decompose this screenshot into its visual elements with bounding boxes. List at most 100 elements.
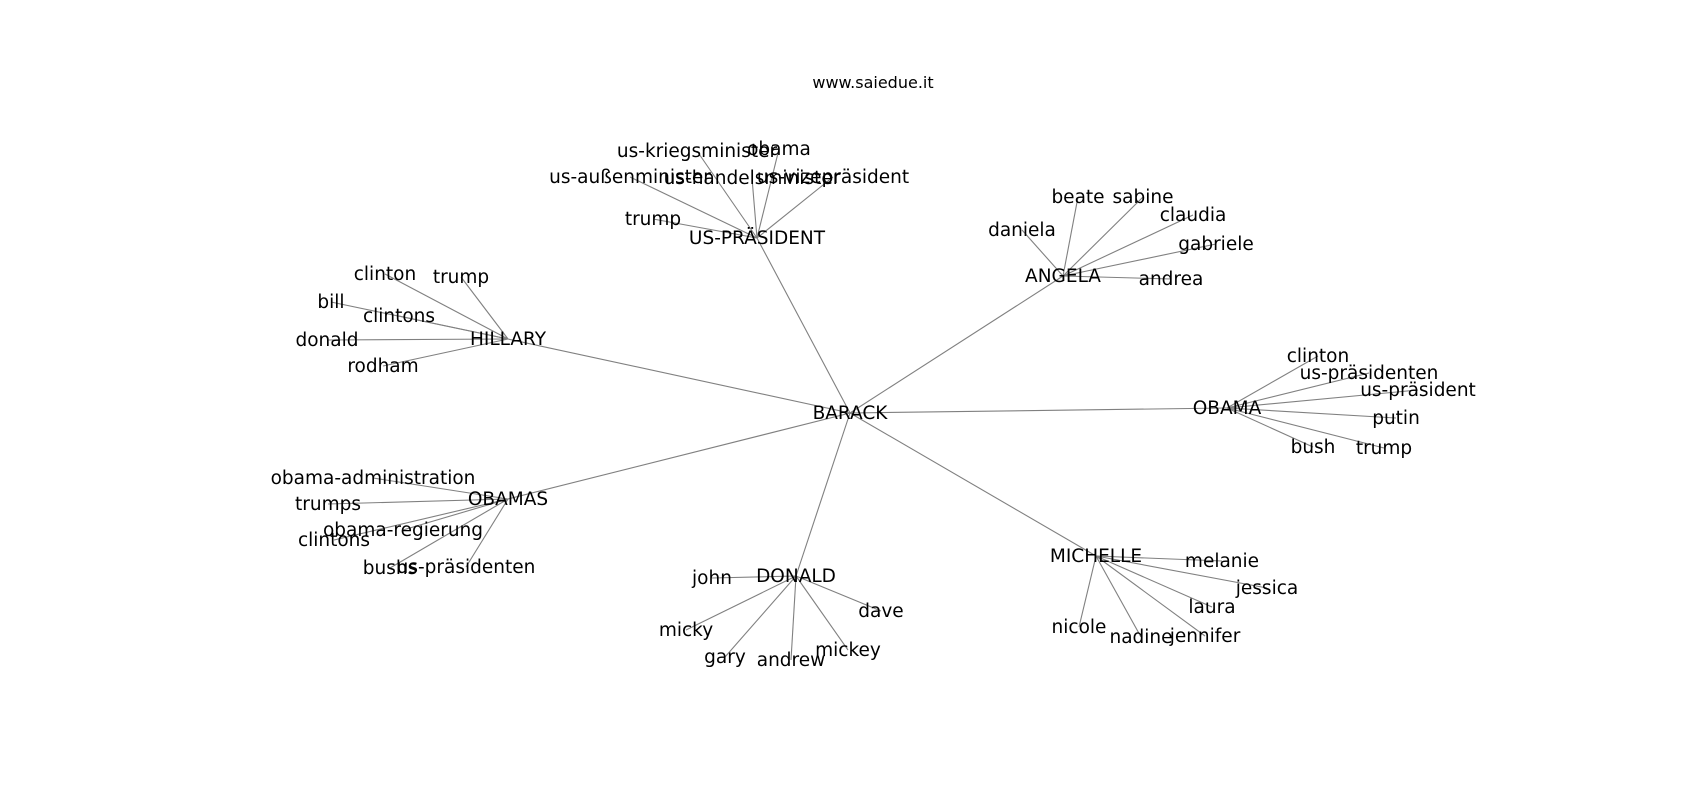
node-leaf-donald-3: mickey bbox=[815, 640, 881, 661]
node-leaf-obama-1: us-präsidenten bbox=[1300, 363, 1439, 384]
edge-root-hillary bbox=[507, 338, 851, 414]
edge-obama-leaf-3 bbox=[1226, 407, 1397, 419]
node-leaf-michelle-3: nicole bbox=[1052, 617, 1107, 638]
node-leaf-hillary-0: clinton bbox=[354, 264, 416, 285]
node-leaf-obama-5: trump bbox=[1356, 438, 1412, 459]
edge-hillary-leaf-4 bbox=[326, 338, 509, 341]
edge-michelle-leaf-1 bbox=[1095, 555, 1268, 589]
edge-obama-leaf-5 bbox=[1226, 407, 1385, 449]
edge-angela-leaf-1 bbox=[1062, 196, 1144, 277]
edge-donald-leaf-4 bbox=[724, 575, 797, 658]
node-hub-obama: OBAMA bbox=[1193, 398, 1262, 419]
node-leaf-obamas-5: us-präsidenten bbox=[397, 557, 536, 578]
edge-obama-leaf-0 bbox=[1226, 355, 1319, 409]
edge-michelle-leaf-0 bbox=[1095, 555, 1223, 562]
edge-root-donald bbox=[795, 412, 851, 577]
edge-obamas-leaf-0 bbox=[372, 477, 509, 500]
node-root-barack: BARACK bbox=[813, 403, 889, 424]
node-leaf-angela-5: andrea bbox=[1139, 269, 1204, 290]
edge-obamas-leaf-2 bbox=[402, 498, 509, 531]
edge-us-prasident-leaf-4 bbox=[756, 176, 834, 239]
edge-donald-leaf-5 bbox=[790, 575, 797, 661]
node-leaf-obama-3: putin bbox=[1372, 408, 1420, 429]
watermark: www.saiedue.it bbox=[812, 73, 933, 92]
node-leaf-obama-0: clinton bbox=[1287, 346, 1349, 367]
edge-hillary-leaf-0 bbox=[384, 273, 509, 340]
node-leaf-angela-4: gabriele bbox=[1178, 234, 1253, 255]
node-leaf-michelle-5: jennifer bbox=[1169, 626, 1241, 647]
node-leaf-obamas-2: obama-regierung bbox=[323, 520, 483, 541]
node-leaf-obamas-4: bushs bbox=[363, 558, 417, 579]
edge-us-prasident-leaf-2 bbox=[629, 176, 758, 239]
node-hub-hillary: HILLARY bbox=[470, 329, 547, 350]
node-leaf-angela-2: claudia bbox=[1160, 205, 1227, 226]
edge-michelle-leaf-3 bbox=[1078, 555, 1097, 628]
edge-donald-leaf-2 bbox=[685, 575, 797, 631]
edge-hillary-leaf-1 bbox=[460, 276, 509, 340]
node-leaf-donald-5: andrew bbox=[757, 650, 826, 671]
edge-root-us-prasident bbox=[756, 237, 851, 414]
node-leaf-michelle-4: nadine bbox=[1109, 627, 1172, 648]
node-hub-angela: ANGELA bbox=[1025, 266, 1101, 287]
node-leaf-angela-0: beate bbox=[1051, 187, 1104, 208]
edge-obama-leaf-4 bbox=[1226, 407, 1314, 448]
node-leaf-michelle-2: laura bbox=[1188, 597, 1235, 618]
edge-us-prasident-leaf-3 bbox=[751, 177, 758, 239]
node-leaf-michelle-1: jessica bbox=[1235, 578, 1298, 599]
edge-donald-leaf-3 bbox=[795, 575, 849, 651]
node-leaf-angela-1: sabine bbox=[1113, 187, 1174, 208]
edge-root-obamas bbox=[507, 412, 851, 500]
edge-us-prasident-leaf-0 bbox=[696, 150, 758, 239]
node-hub-obamas: OBAMAS bbox=[468, 489, 548, 510]
node-leaf-obama-2: us-präsident bbox=[1360, 380, 1476, 401]
edge-obama-leaf-2 bbox=[1226, 389, 1419, 409]
node-leaf-donald-1: dave bbox=[858, 601, 903, 622]
node-hub-michelle: MICHELLE bbox=[1050, 546, 1142, 567]
edge-root-angela bbox=[849, 275, 1064, 414]
edge-obamas-leaf-4 bbox=[389, 498, 509, 569]
edge-hillary-leaf-5 bbox=[382, 338, 509, 367]
node-leaf-donald-2: micky bbox=[659, 620, 713, 641]
edge-angela-leaf-3 bbox=[1021, 229, 1064, 277]
node-leaf-us-prasident-5: trump bbox=[625, 209, 681, 230]
node-leaf-michelle-0: melanie bbox=[1185, 551, 1259, 572]
edge-obamas-leaf-1 bbox=[327, 498, 509, 505]
node-leaf-us-prasident-1: obama bbox=[747, 139, 811, 160]
node-leaf-hillary-5: rodham bbox=[347, 356, 418, 377]
edge-angela-leaf-2 bbox=[1062, 214, 1194, 277]
edge-angela-leaf-0 bbox=[1062, 196, 1079, 277]
edge-hillary-leaf-3 bbox=[398, 315, 509, 340]
node-leaf-obama-4: bush bbox=[1291, 437, 1336, 458]
edge-donald-leaf-0 bbox=[711, 575, 797, 579]
node-hub-us-prasident: US-PRÄSIDENT bbox=[689, 228, 826, 249]
node-leaf-angela-3: daniela bbox=[988, 220, 1056, 241]
node-leaf-us-prasident-2: us-außenminister bbox=[549, 167, 711, 188]
edge-obama-leaf-1 bbox=[1226, 372, 1370, 409]
node-leaf-hillary-2: bill bbox=[317, 292, 344, 313]
edge-obamas-leaf-5 bbox=[465, 498, 509, 568]
edge-us-prasident-leaf-5 bbox=[652, 218, 758, 239]
node-leaf-donald-0: john bbox=[691, 568, 732, 589]
node-leaf-hillary-3: clintons bbox=[363, 306, 435, 327]
edges-layer bbox=[326, 148, 1419, 661]
node-hub-donald: DONALD bbox=[756, 566, 836, 587]
edge-michelle-leaf-2 bbox=[1095, 555, 1213, 608]
node-leaf-us-prasident-3: us-handelsminister bbox=[664, 168, 841, 189]
edge-us-prasident-leaf-1 bbox=[756, 148, 780, 239]
edge-michelle-leaf-4 bbox=[1095, 555, 1142, 638]
edge-obamas-leaf-3 bbox=[333, 498, 509, 541]
edge-angela-leaf-5 bbox=[1062, 275, 1172, 280]
labels-layer: BARACKUS-PRÄSIDENTus-kriegsministerobama… bbox=[271, 139, 1476, 671]
node-leaf-us-prasident-0: us-kriegsminister bbox=[617, 141, 778, 162]
edge-donald-leaf-1 bbox=[795, 575, 882, 612]
node-leaf-obamas-0: obama-administration bbox=[271, 468, 476, 489]
edge-angela-leaf-4 bbox=[1062, 243, 1217, 277]
node-leaf-hillary-4: donald bbox=[295, 330, 358, 351]
edge-root-obama bbox=[849, 407, 1228, 414]
node-leaf-obamas-3: clintons bbox=[298, 530, 370, 551]
edge-root-michelle bbox=[849, 412, 1097, 557]
edge-michelle-leaf-5 bbox=[1095, 555, 1206, 637]
node-leaf-obamas-1: trumps bbox=[295, 494, 361, 515]
node-leaf-hillary-1: trump bbox=[433, 267, 489, 288]
